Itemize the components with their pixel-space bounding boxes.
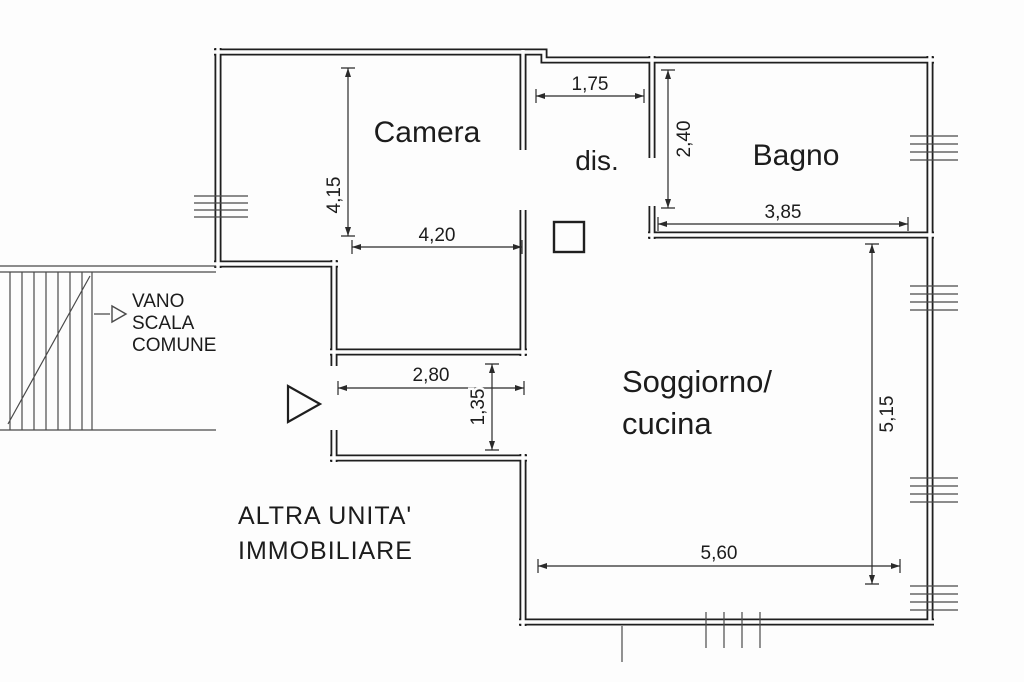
dim-bagno-width: 3,85 bbox=[765, 202, 802, 223]
dim-camera-depth: 4,15 bbox=[324, 177, 345, 214]
stairs-lines bbox=[0, 265, 216, 431]
walls-cavity bbox=[214, 48, 934, 626]
dim-bagno-depth: 2,40 bbox=[674, 121, 695, 158]
stairs-direction-arrow bbox=[111, 304, 128, 324]
room-label-bagno: Bagno bbox=[753, 139, 840, 172]
room-labels: Camera dis. Bagno Soggiorno/ cucina bbox=[374, 116, 840, 441]
flue-pillar bbox=[552, 220, 586, 254]
room-label-soggiorno-line1: Soggiorno/ bbox=[622, 364, 772, 399]
dim-soggiorno-width: 5,60 bbox=[701, 543, 738, 564]
room-label-soggiorno-line2: cucina bbox=[622, 406, 712, 441]
dim-entry-width: 2,80 bbox=[413, 365, 450, 386]
dim-dis-width: 1,75 bbox=[572, 74, 609, 95]
dimension-lines bbox=[337, 67, 909, 585]
window-hatches bbox=[194, 135, 958, 662]
dim-soggiorno-depth: 5,15 bbox=[877, 396, 898, 433]
room-label-camera: Camera bbox=[374, 116, 481, 149]
dimension-ticks bbox=[337, 67, 909, 585]
area-labels: VANO SCALA COMUNE ALTRA UNITA' IMMOBILIA… bbox=[132, 291, 413, 565]
dim-camera-width: 4,20 bbox=[419, 225, 456, 246]
label-vano-line2: SCALA bbox=[132, 313, 195, 334]
label-altra-unita-line2: IMMOBILIARE bbox=[238, 537, 413, 565]
label-vano-line1: VANO bbox=[132, 291, 184, 312]
dimension-labels: 1,75 2,40 4,15 4,20 3,85 2,80 1,35 5,15 … bbox=[322, 72, 901, 567]
entrance-door-arrow bbox=[286, 384, 323, 424]
dim-entry-depth: 1,35 bbox=[468, 389, 489, 426]
label-vano-line3: COMUNE bbox=[132, 335, 216, 356]
room-label-dis: dis. bbox=[575, 145, 619, 176]
label-altra-unita-line1: ALTRA UNITA' bbox=[238, 502, 412, 530]
